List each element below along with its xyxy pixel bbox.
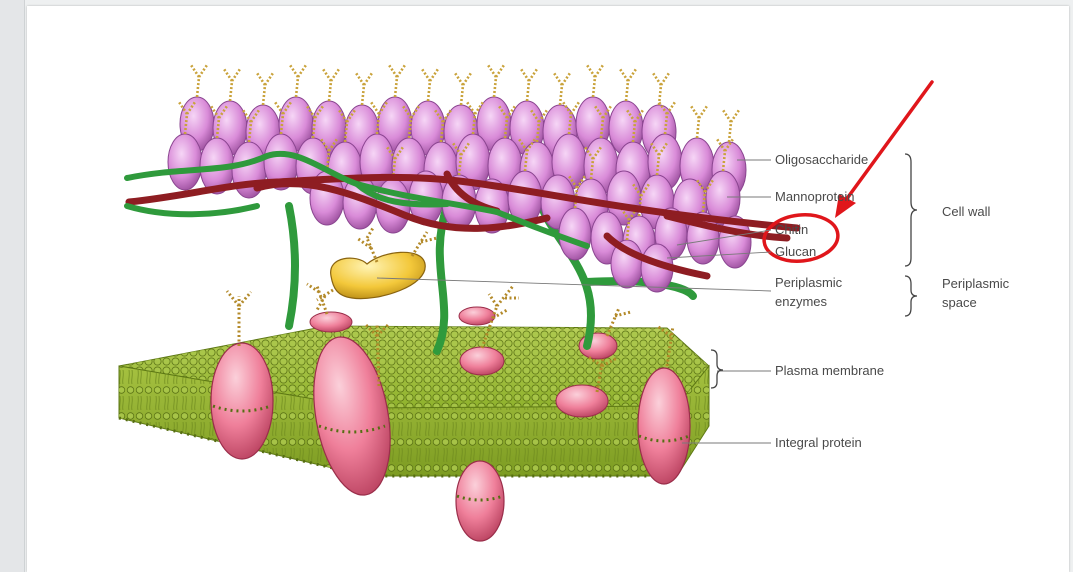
integral-protein bbox=[638, 368, 690, 484]
oligosaccharide-chain bbox=[290, 65, 306, 97]
label-integral-protein: Integral protein bbox=[775, 435, 862, 450]
oligosaccharide-chain bbox=[455, 73, 471, 105]
label-plasma-membrane: Plasma membrane bbox=[775, 363, 884, 378]
periplasmic-enzyme bbox=[317, 228, 437, 310]
label-glucan: Glucan bbox=[775, 244, 816, 259]
group-cell-wall: Cell wall bbox=[942, 204, 991, 219]
oligosaccharide-chain bbox=[653, 73, 669, 105]
mannoprotein bbox=[576, 65, 610, 151]
oligosaccharide-chain bbox=[323, 69, 339, 101]
oligosaccharide-chain bbox=[620, 69, 636, 101]
mannoprotein bbox=[609, 69, 643, 155]
oligosaccharide-chain bbox=[554, 73, 570, 105]
slide-panel-edge bbox=[0, 0, 25, 572]
oligosaccharide-chain bbox=[224, 69, 240, 101]
plasma-membrane bbox=[119, 326, 709, 476]
group-periplasmic-space-line2: space bbox=[942, 295, 977, 310]
oligosaccharide-chain bbox=[723, 110, 739, 142]
integral-protein bbox=[459, 307, 495, 325]
oligosaccharide-chain bbox=[587, 65, 603, 97]
brace-periplasmic bbox=[905, 276, 917, 316]
group-periplasmic-space-line1: Periplasmic bbox=[942, 276, 1010, 291]
integral-protein bbox=[556, 385, 608, 417]
oligosaccharide-chain bbox=[191, 65, 207, 97]
oligosaccharide-chain bbox=[422, 69, 438, 101]
oligosaccharide-chain bbox=[488, 65, 504, 97]
label-chitin: Chitin bbox=[775, 222, 808, 237]
structure-labels: Oligosaccharide Mannoprotein Chitin Gluc… bbox=[775, 152, 1010, 450]
integral-protein bbox=[310, 312, 352, 332]
annotation-arrow bbox=[843, 82, 932, 204]
label-periplasmic-enzymes-line1: Periplasmic bbox=[775, 275, 843, 290]
oligosaccharide-chain bbox=[521, 69, 537, 101]
oligosaccharide-chain bbox=[389, 65, 405, 97]
integral-protein bbox=[456, 461, 504, 541]
label-periplasmic-enzymes-line2: enzymes bbox=[775, 294, 828, 309]
cell-wall-diagram: Oligosaccharide Mannoprotein Chitin Gluc… bbox=[27, 6, 1069, 572]
slide-canvas: Oligosaccharide Mannoprotein Chitin Gluc… bbox=[27, 6, 1069, 572]
brace-cell-wall bbox=[905, 154, 917, 266]
oligosaccharide-chain bbox=[691, 106, 707, 138]
brace-membrane bbox=[711, 350, 723, 388]
oligosaccharide-chain bbox=[356, 73, 372, 105]
integral-protein bbox=[460, 347, 504, 375]
integral-protein bbox=[211, 343, 273, 459]
oligosaccharide-chain bbox=[257, 73, 273, 105]
label-mannoprotein: Mannoprotein bbox=[775, 189, 855, 204]
label-oligosaccharide: Oligosaccharide bbox=[775, 152, 868, 167]
